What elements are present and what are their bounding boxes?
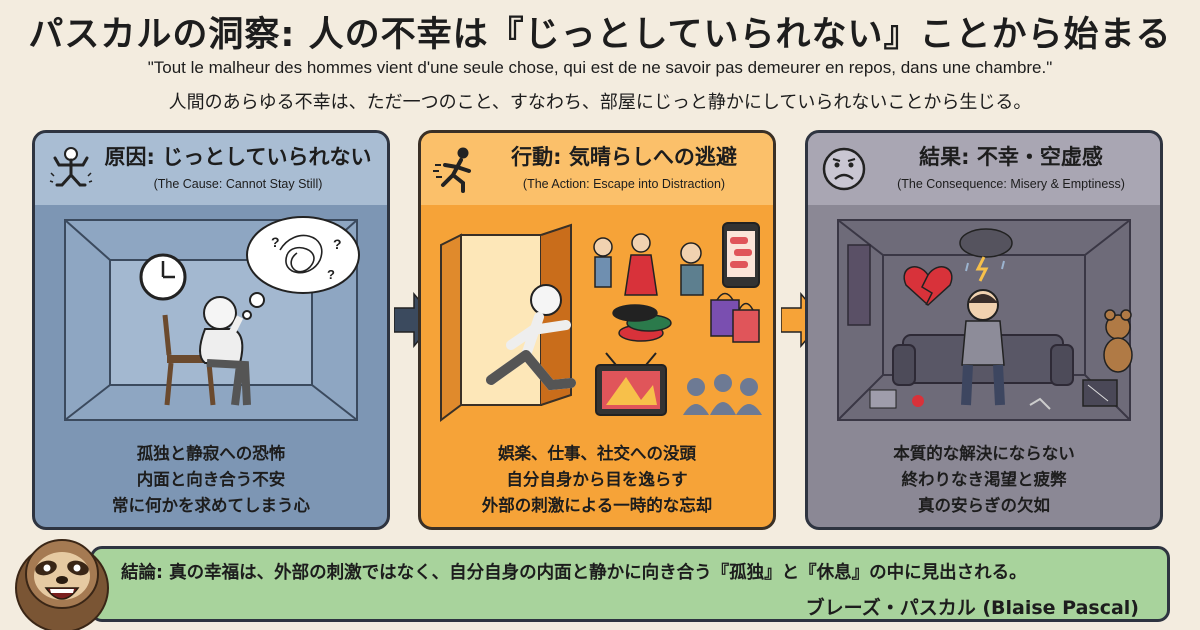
sad-person (961, 289, 1005, 406)
svg-text:?: ? (333, 236, 342, 252)
smartphone-icon (722, 222, 760, 288)
broken-heart-icon (903, 266, 953, 307)
panel-action-header: 行動: 気晴らしへの逃避 (The Action: Escape into Di… (421, 133, 773, 205)
panel-consequence-header: 結果: 不幸・空虚感 (The Consequence: Misery & Em… (808, 133, 1160, 205)
conclusion-text: 結論: 真の幸福は、外部の刺激ではなく、自分自身の内面と静かに向き合う『孤独』と… (121, 563, 1027, 583)
panel-cause-header: 原因: じっとしていられない (The Cause: Cannot Stay S… (35, 133, 387, 205)
sitting-person (162, 296, 251, 406)
action-point: 外部の刺激による一時的な忘却 (481, 496, 713, 515)
panel-cause: 原因: じっとしていられない (The Cause: Cannot Stay S… (32, 130, 390, 530)
running-person (486, 284, 576, 391)
panel-cause-subtitle: (The Cause: Cannot Stay Still) (153, 177, 323, 191)
thought-bubble: ? ? ? (242, 216, 360, 320)
panel-consequence-subtitle: (The Consequence: Misery & Emptiness) (897, 177, 1125, 191)
scattered-debris (869, 379, 1118, 410)
panel-action-subtitle: (The Action: Escape into Distraction) (522, 177, 726, 191)
consequence-point: 真の安らぎの欠如 (918, 496, 1050, 515)
party-people (593, 233, 704, 296)
action-point: 娯楽、仕事、社交への没頭 (498, 444, 696, 463)
storm-cloud-icon (959, 228, 1013, 282)
lonely-room-illustration: ? ? ? (35, 205, 387, 435)
action-point: 自分自身から目を逸らす (506, 470, 688, 489)
cause-point: 内面と向き合う不安 (136, 470, 286, 489)
restless-person-icon (49, 147, 93, 187)
sloth-mascot-icon (15, 539, 109, 630)
teddy-bear-icon (1103, 309, 1133, 373)
quote-japanese: 人間のあらゆる不幸は、ただ一つのこと、すなわち、部屋にじっと静かにしていられない… (168, 92, 1032, 113)
panel-consequence-points: 本質的な解決にならない 終わりなき渇望と疲弊 真の安らぎの欠如 (808, 441, 1160, 519)
television-icon (595, 352, 667, 416)
running-person-icon (433, 147, 471, 193)
conclusion-author: ブレーズ・パスカル (Blaise Pascal) (805, 597, 1139, 619)
shopping-bags-icon (710, 292, 760, 343)
panel-action-title: 行動: 気晴らしへの逃避 (511, 145, 737, 169)
panel-cause-points: 孤独と静寂への恐怖 内面と向き合う不安 常に何かを求めてしまう心 (35, 441, 387, 519)
svg-text:?: ? (327, 267, 335, 282)
svg-text:?: ? (271, 234, 280, 250)
panel-action-points: 娯楽、仕事、社交への没頭 自分自身から目を逸らす 外部の刺激による一時的な忘却 (421, 441, 773, 519)
panel-consequence-title: 結果: 不幸・空虚感 (919, 145, 1103, 169)
panel-consequence: 結果: 不幸・空虚感 (The Consequence: Misery & Em… (805, 130, 1163, 530)
consequence-point: 本質的な解決にならない (893, 444, 1075, 463)
cause-point: 孤独と静寂への恐怖 (136, 444, 286, 463)
page-title: パスカルの洞察: 人の不幸は『じっとしていられない』ことから始まる (28, 15, 1172, 55)
panel-action: 行動: 気晴らしへの逃避 (The Action: Escape into Di… (418, 130, 776, 530)
sad-face-icon (822, 147, 866, 191)
casino-chips-icon (612, 304, 672, 342)
quote-french: "Tout le malheur des hommes vient d'une … (147, 58, 1053, 77)
consequence-point: 終わりなき渇望と疲弊 (901, 470, 1067, 489)
distraction-illustration (421, 205, 773, 435)
crowd-icon (683, 374, 762, 415)
empty-room-illustration (808, 205, 1160, 435)
cause-point: 常に何かを求めてしまう心 (112, 496, 310, 515)
panel-cause-title: 原因: じっとしていられない (104, 145, 372, 169)
clock-icon (139, 253, 187, 301)
conclusion-banner: 結論: 真の幸福は、外部の刺激ではなく、自分自身の内面と静かに向き合う『孤独』と… (90, 546, 1170, 622)
